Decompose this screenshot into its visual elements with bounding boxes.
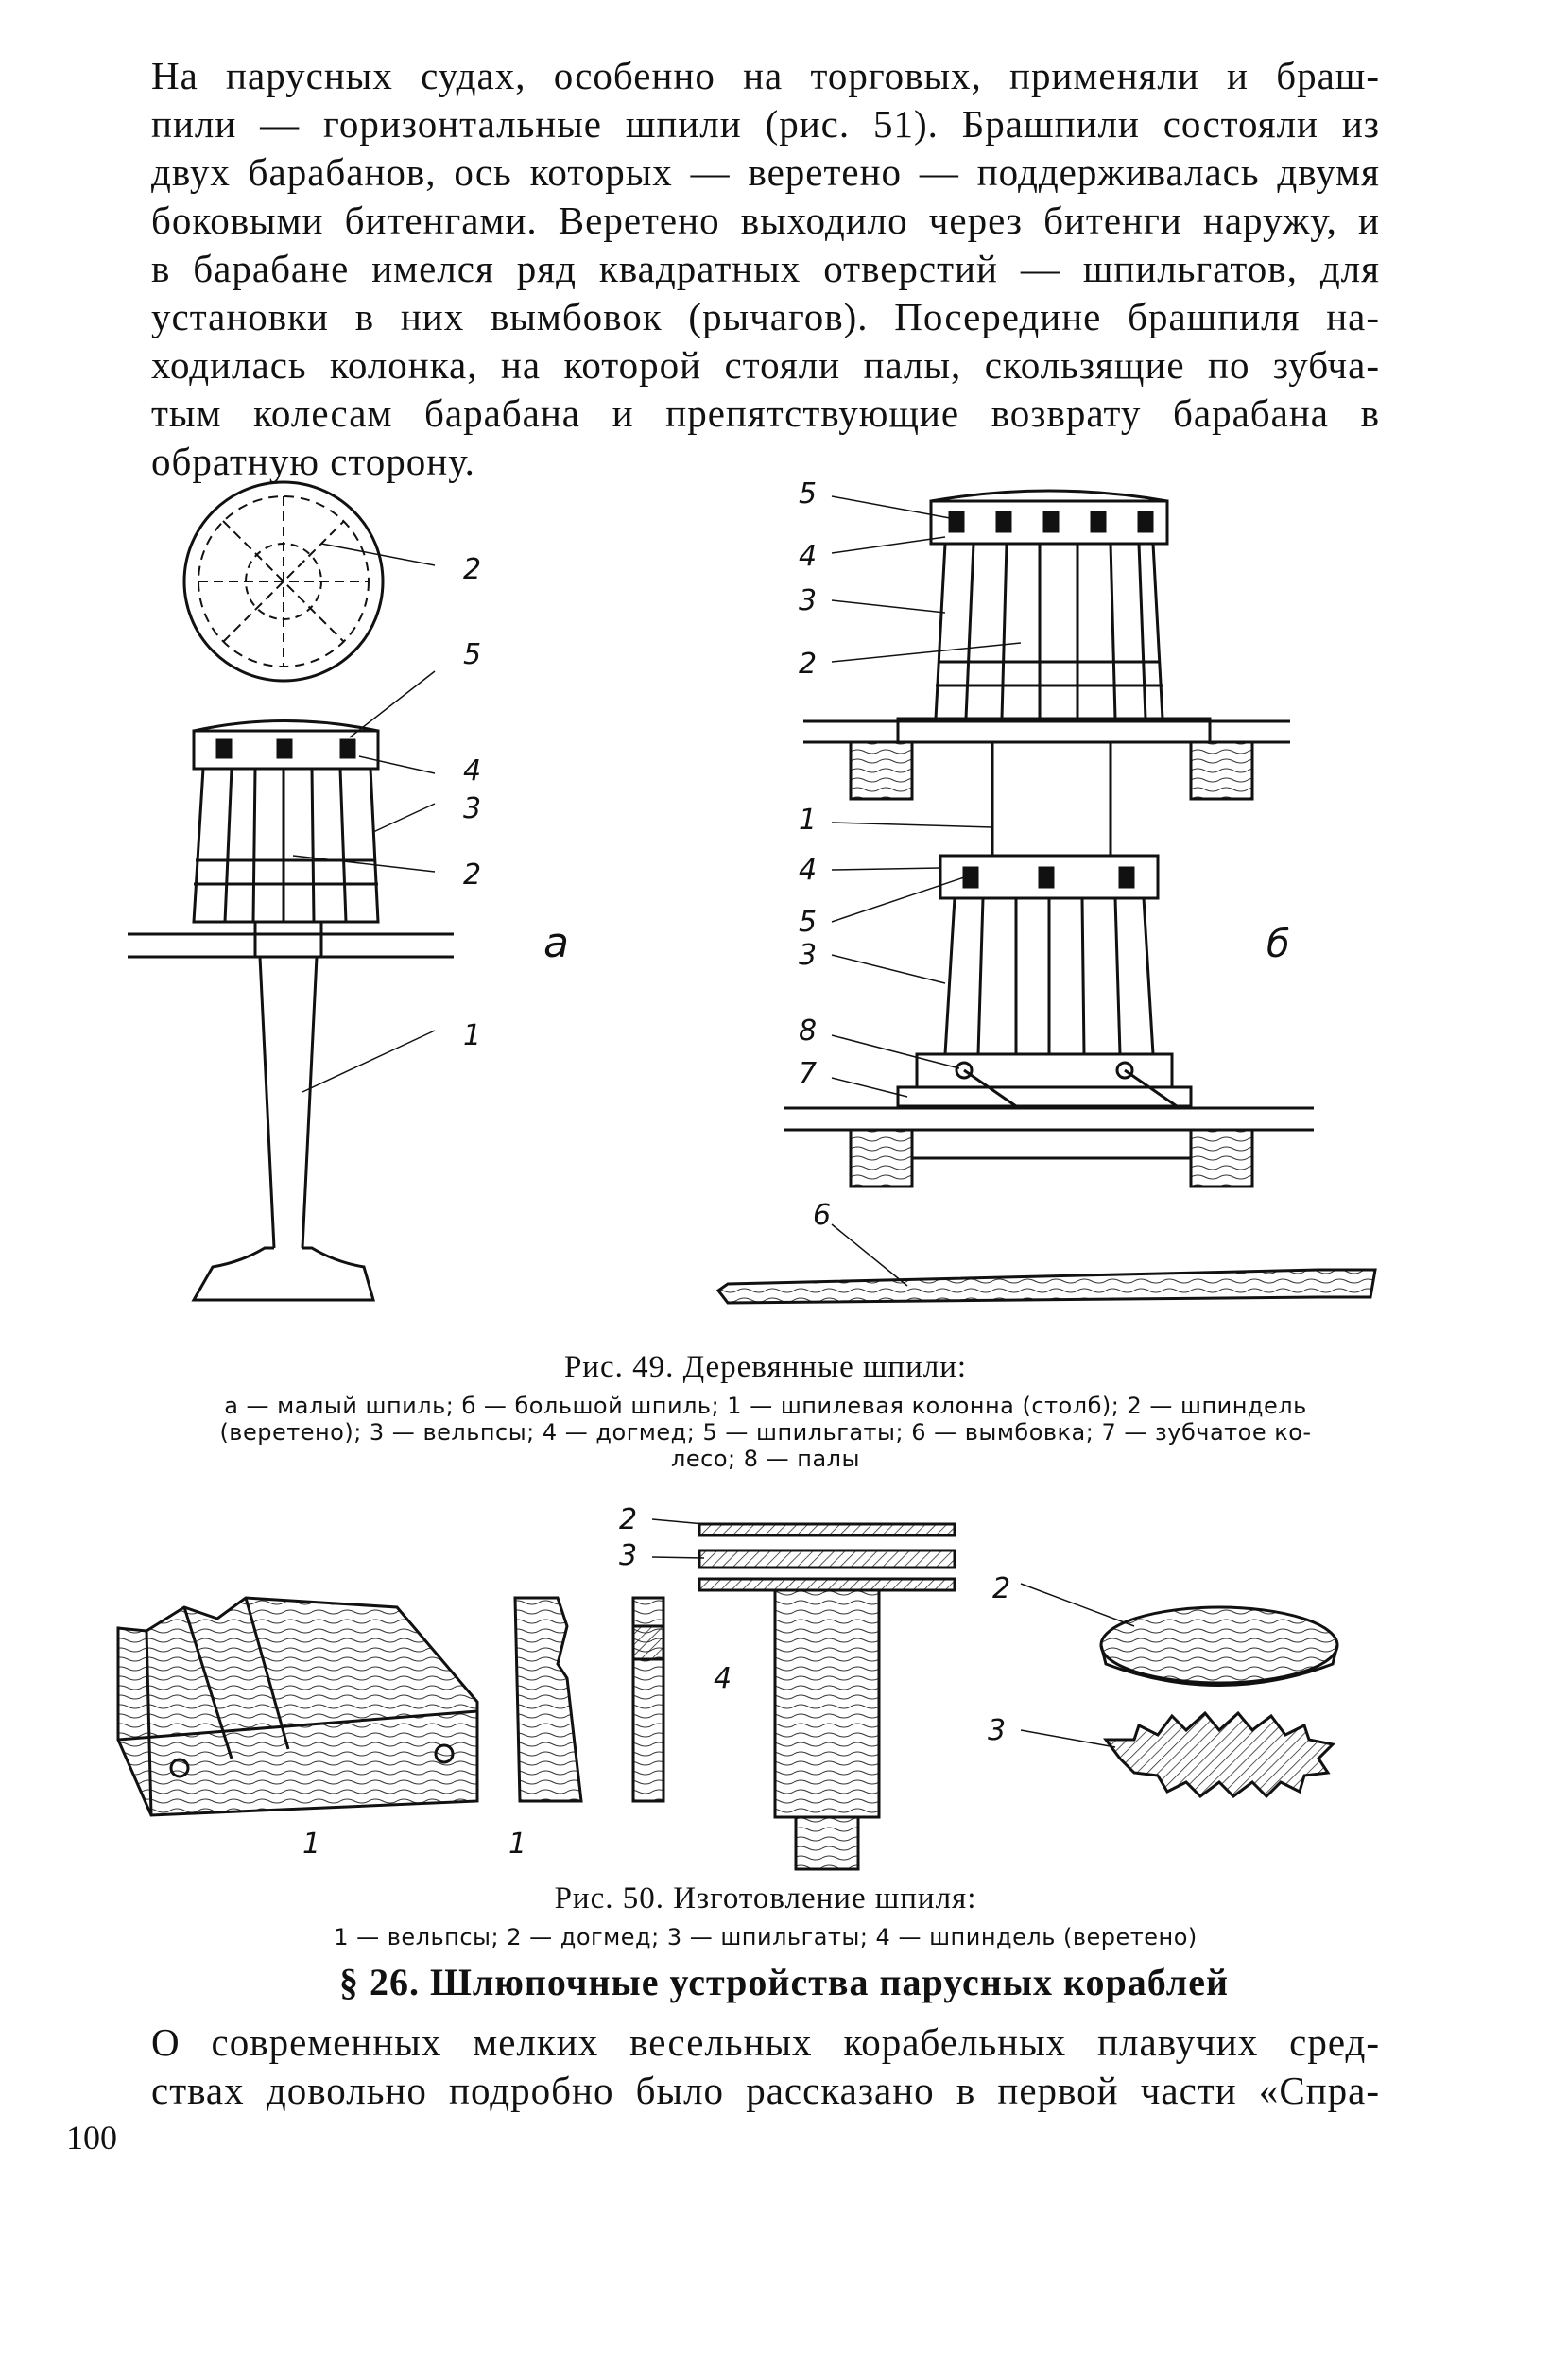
label-5: 5 — [799, 477, 817, 511]
caption-title: Рис. 49. Деревянные шпили: — [563, 1350, 968, 1384]
text-line: ходилась колонка, на которой стояли палы… — [151, 343, 1380, 387]
top-paragraph: На парусных судах, особенно на торговых,… — [151, 52, 1380, 486]
label-3: 3 — [799, 584, 817, 617]
text-line: тым колесам барабана и препятствующие во… — [151, 391, 1380, 435]
label-2: 2 — [992, 1572, 1010, 1605]
label-1: 1 — [508, 1828, 526, 1861]
capstan-parts-drawing — [116, 1522, 1339, 1871]
label-2: 2 — [463, 858, 481, 892]
label-a: а — [543, 919, 569, 967]
text-line: в барабане имелся ряд квадратных отверст… — [151, 247, 1380, 290]
label-4: 4 — [799, 540, 817, 573]
caption-title: Рис. 50. Изготовление шпиля: — [554, 1881, 977, 1915]
caption-legend-line: 1 — вельпсы; 2 — догмед; 3 — шпильгаты; … — [334, 1924, 1198, 1950]
small-capstan-drawing — [128, 480, 454, 1302]
text-line: ствах довольно подробно было рассказано … — [151, 2069, 1380, 2112]
label-4: 4 — [799, 854, 817, 887]
label-2: 2 — [463, 553, 481, 586]
label-1: 1 — [799, 804, 817, 837]
caption-legend-line: (веретено); 3 — вельпсы; 4 — догмед; 5 —… — [219, 1419, 1312, 1446]
label-b: б — [1266, 923, 1290, 966]
label-1: 1 — [302, 1828, 320, 1861]
text-line: пили — горизонтальные шпили (рис. 51). Б… — [151, 102, 1380, 146]
text-line: двух барабанов, ось которых — веретено —… — [151, 150, 1380, 194]
caption-legend-line: лесо; 8 — палы — [671, 1446, 860, 1472]
large-capstan-drawing — [715, 489, 1377, 1305]
page-number: 100 — [66, 2119, 117, 2157]
label-6: 6 — [813, 1199, 831, 1232]
caption-legend-line: а — малый шпиль; б — большой шпиль; 1 — … — [224, 1393, 1307, 1419]
label-5: 5 — [799, 906, 817, 939]
text-line: боковыми битенгами. Веретено выходило че… — [151, 199, 1380, 242]
text-line: обратную сторону. — [151, 440, 475, 483]
label-5: 5 — [463, 638, 481, 671]
label-3: 3 — [799, 939, 817, 972]
label-3: 3 — [988, 1714, 1006, 1747]
label-2: 2 — [799, 648, 817, 681]
label-4: 4 — [714, 1662, 732, 1695]
fig49-caption: Рис. 49. Деревянные шпили: а — малый шпи… — [123, 1350, 1408, 1472]
text-line: установки в них вымбовок (рычагов). Посе… — [151, 295, 1380, 338]
text-line: О современных мелких весельных корабельн… — [151, 2020, 1380, 2064]
section-heading: § 26. Шлюпочные устройства парусных кора… — [338, 1961, 1230, 2003]
label-8: 8 — [799, 1014, 817, 1048]
label-3: 3 — [619, 1539, 637, 1572]
fig50-caption: Рис. 50. Изготовление шпиля: 1 — вельпсы… — [123, 1881, 1408, 1950]
label-3: 3 — [463, 792, 481, 825]
text-line: На парусных судах, особенно на торговых,… — [151, 54, 1380, 97]
label-1: 1 — [463, 1019, 481, 1052]
label-4: 4 — [463, 754, 481, 788]
label-2: 2 — [619, 1503, 637, 1536]
bottom-paragraph: О современных мелких весельных корабельн… — [151, 2019, 1380, 2115]
label-7: 7 — [799, 1057, 817, 1090]
